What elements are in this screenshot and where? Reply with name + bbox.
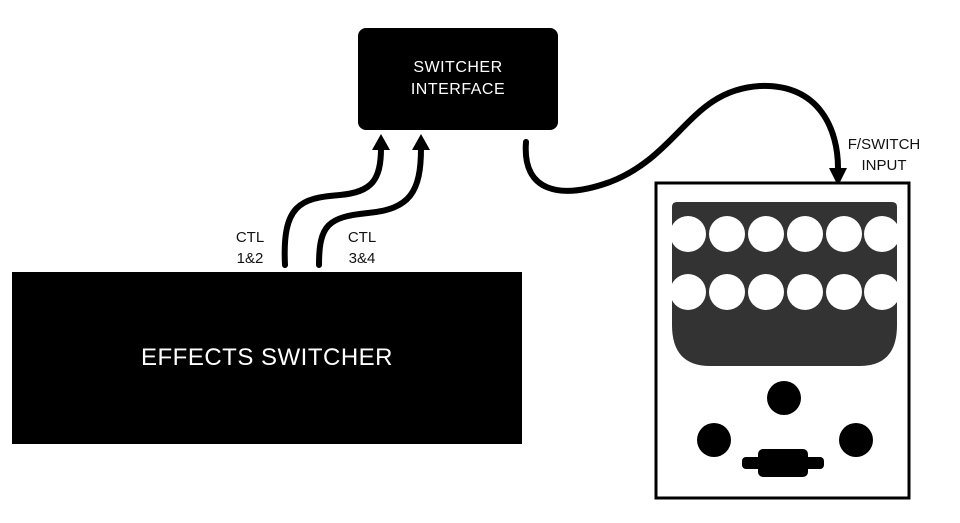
effects-switcher-label: EFFECTS SWITCHER <box>141 344 393 371</box>
ctl-3-4-label: CTL 3&4 <box>334 227 390 269</box>
effects-switcher-box: EFFECTS SWITCHER <box>12 272 522 444</box>
footswitch-button <box>864 216 900 252</box>
ctl-3-4-cable <box>316 145 424 268</box>
footswitch-button <box>787 274 823 310</box>
footswitch-button <box>709 216 745 252</box>
footswitch-row-top <box>670 216 900 252</box>
footswitch-panel <box>672 202 897 366</box>
footswitch-button <box>787 216 823 252</box>
footswitch-button <box>709 274 745 310</box>
ctl-3-4-arrowhead <box>412 134 430 150</box>
fswitch-input-label-line2: INPUT <box>861 157 907 174</box>
display-slot <box>742 449 824 477</box>
ctl-3-4-label-line1: CTL <box>347 229 377 246</box>
control-knob <box>767 381 801 415</box>
ctl-1-2-label-line1: CTL <box>235 229 265 246</box>
footswitch-button <box>864 274 900 310</box>
control-knob <box>839 423 873 457</box>
fswitch-input-label: F/SWITCH INPUT <box>838 134 930 176</box>
footswitch-button <box>670 216 706 252</box>
footswitch-row-bottom <box>670 274 900 310</box>
control-knob <box>697 423 731 457</box>
ctl-1-2-label-line2: 1&2 <box>236 250 264 267</box>
fswitch-input-label-line1: F/SWITCH <box>847 136 921 153</box>
ctl-1-2-cable <box>281 145 384 268</box>
switcher-interface-label-line1: SWITCHER <box>413 59 503 76</box>
switcher-interface-label-line2: INTERFACE <box>410 81 506 98</box>
switcher-interface-box: SWITCHER INTERFACE <box>358 28 558 130</box>
floor-controller-device <box>654 181 911 500</box>
fswitch-arrowhead <box>829 168 847 186</box>
ctl-1-2-arrowhead <box>372 134 390 150</box>
footswitch-button <box>826 216 862 252</box>
footswitch-button <box>748 274 784 310</box>
footswitch-button <box>748 216 784 252</box>
ctl-1-2-label: CTL 1&2 <box>226 227 274 269</box>
fswitch-cable <box>522 82 841 194</box>
ctl-3-4-label-line2: 3&4 <box>348 250 376 267</box>
footswitch-button <box>826 274 862 310</box>
footswitch-button <box>670 274 706 310</box>
